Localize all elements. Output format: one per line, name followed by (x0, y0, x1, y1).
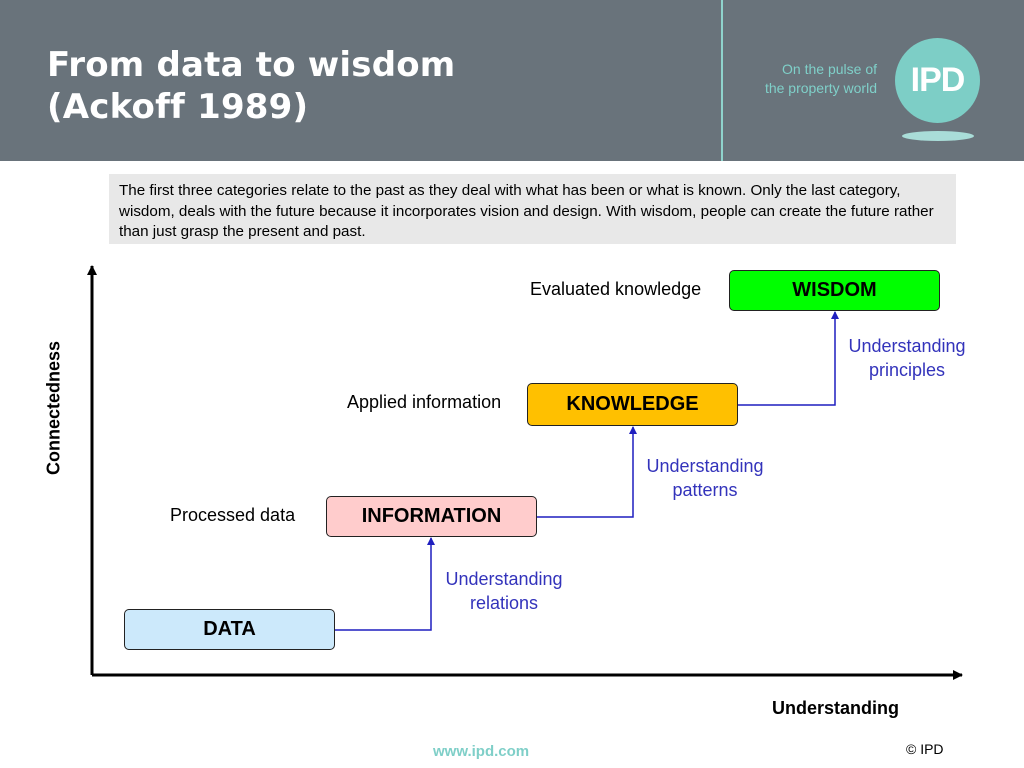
tagline-line-1: On the pulse of (782, 61, 877, 77)
understanding-patterns-line-2: patterns (672, 480, 738, 500)
understanding-relations-line-2: relations (469, 593, 539, 613)
logo-text: IPD (910, 61, 966, 99)
tagline: On the pulse of the property world (765, 60, 877, 98)
box-wisdom: WISDOM (729, 270, 940, 311)
understanding-principles-line-2: principles (868, 360, 946, 380)
label-applied-information: Applied information (347, 392, 502, 412)
label-evaluated-knowledge: Evaluated knowledge (530, 279, 702, 299)
intro-text-box: The first three categories relate to the… (109, 174, 956, 244)
x-axis-label: Understanding (772, 698, 900, 718)
box-knowledge: KNOWLEDGE (527, 383, 738, 426)
box-information: INFORMATION (326, 496, 537, 537)
label-understanding-relations: Understanding relations (433, 567, 575, 615)
header-divider (721, 0, 723, 161)
header-banner: From data to wisdom (Ackoff 1989) On the… (0, 0, 1024, 161)
page-title: From data to wisdom (Ackoff 1989) (47, 44, 455, 128)
connector-information-knowledge (537, 426, 637, 518)
logo-shadow (902, 131, 974, 141)
label-understanding-patterns: Understanding patterns (634, 454, 776, 502)
copyright-text: © IPD (906, 741, 944, 757)
title-line-1: From data to wisdom (47, 45, 456, 85)
tagline-line-2: the property world (764, 80, 877, 96)
label-understanding-principles: Understanding principles (836, 334, 978, 382)
footer-url-link[interactable]: www.ipd.com (433, 743, 530, 760)
connector-data-information (335, 537, 435, 631)
title-line-2: (Ackoff 1989) (47, 87, 309, 127)
connector-knowledge-wisdom (738, 311, 839, 406)
understanding-principles-line-1: Understanding (848, 336, 966, 356)
understanding-patterns-line-1: Understanding (646, 456, 764, 476)
box-data: DATA (124, 609, 335, 650)
ipd-logo: IPD (895, 38, 980, 123)
y-axis-label: Connectedness (43, 340, 64, 476)
label-processed-data: Processed data (170, 505, 296, 525)
understanding-relations-line-1: Understanding (445, 569, 563, 589)
